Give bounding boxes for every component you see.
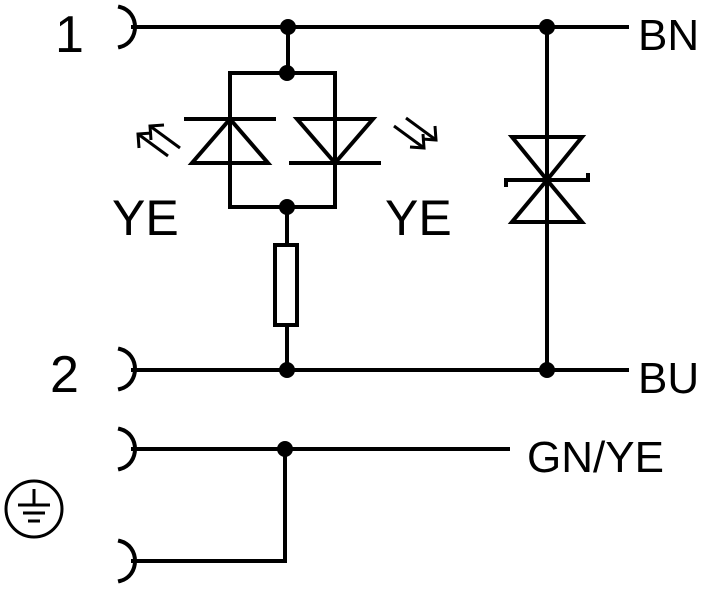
resistor xyxy=(273,243,299,327)
junction-dot xyxy=(277,441,293,457)
gnye-label: GN/YE xyxy=(527,433,664,482)
bn-label: BN xyxy=(638,11,699,60)
led-left-icon xyxy=(184,115,276,165)
led-frame xyxy=(228,71,337,209)
arrow-pair-icon xyxy=(136,123,181,158)
bidirectional-zener-icon xyxy=(504,135,590,224)
bu-label: BU xyxy=(638,354,699,403)
pin-2-label: 2 xyxy=(50,346,79,404)
led-right-icon xyxy=(289,117,381,167)
protective-earth-icon xyxy=(4,479,64,539)
led-left-color-label: YE xyxy=(112,190,179,246)
arrow-pair-icon xyxy=(393,116,438,150)
pin-1-label: 1 xyxy=(55,6,84,64)
led-right-color-label: YE xyxy=(385,190,452,246)
